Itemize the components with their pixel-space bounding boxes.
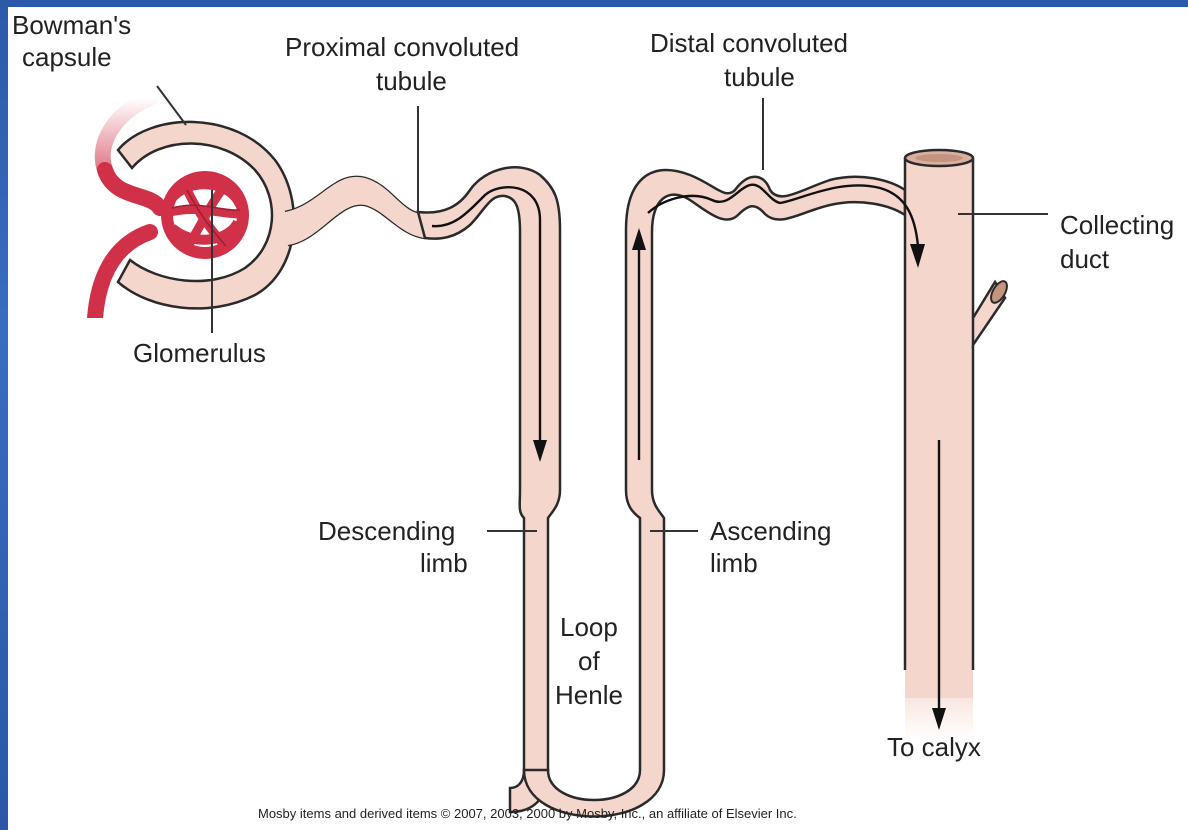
bowmans-capsule-label-2: capsule xyxy=(22,42,112,72)
bowmans-capsule-label-1: Bowman's xyxy=(12,10,131,40)
collecting-duct xyxy=(905,150,1010,740)
loop-label-3: Henle xyxy=(555,680,623,710)
loop-label-2: of xyxy=(578,646,600,676)
proximal-label-2: tubule xyxy=(376,66,447,96)
bowmans-leader xyxy=(157,86,186,125)
proximal-label-1: Proximal convoluted xyxy=(285,32,519,62)
descending-limb-label-2: limb xyxy=(420,548,468,578)
collecting-duct-label-2: duct xyxy=(1060,244,1110,274)
glomerulus-label: Glomerulus xyxy=(133,338,266,368)
loop-label-1: Loop xyxy=(560,612,618,642)
descending-limb-label-1: Descending xyxy=(318,516,455,546)
distal-label-1: Distal convoluted xyxy=(650,28,848,58)
copyright-credit: Mosby items and derived items © 2007, 20… xyxy=(258,806,797,821)
loop-of-henle xyxy=(524,170,905,816)
ascending-limb-label-2: limb xyxy=(710,548,758,578)
proximal-tubule xyxy=(418,167,560,812)
collecting-duct-label-1: Collecting xyxy=(1060,210,1174,240)
flow-arrows xyxy=(432,185,946,730)
distal-label-2: tubule xyxy=(724,62,795,92)
to-calyx-label: To calyx xyxy=(887,732,981,762)
ascending-limb-label-1: Ascending xyxy=(710,516,831,546)
